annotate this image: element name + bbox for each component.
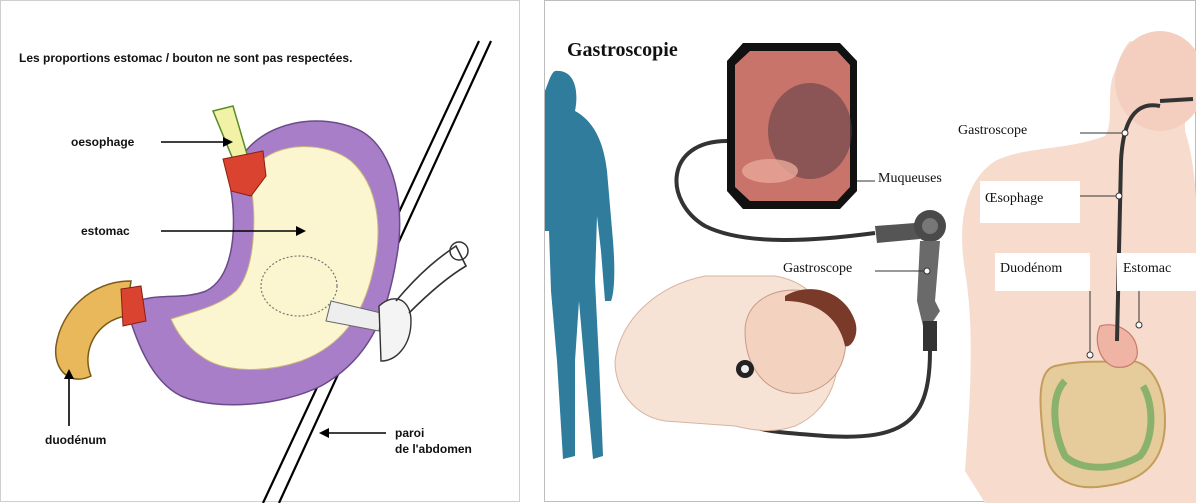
pointer-dot-gastroscope: [1122, 130, 1128, 136]
pointer-dot-gastroscope-device: [924, 268, 930, 274]
pylorus-sphincter: [121, 286, 146, 326]
mucosa-highlight: [742, 159, 798, 183]
pointer-dot-oesophage: [1116, 193, 1122, 199]
gastroscopy-illustration: [545, 1, 1196, 503]
extension-tube: [396, 246, 466, 313]
label-oesophage: oesophage: [71, 135, 134, 149]
label-estomac: estomac: [81, 224, 130, 238]
mouthpiece-center: [741, 365, 749, 373]
stomach-illustration: [1, 1, 521, 503]
label-abdomen: de l'abdomen: [395, 442, 472, 456]
gastroscope-knob-center: [922, 218, 938, 234]
label-duodenom: Duodénom: [1000, 261, 1062, 277]
duodenum-shape: [56, 281, 131, 379]
label-estomac-body: Estomac: [1123, 261, 1171, 277]
gastroscopy-illustration-panel: Gastroscopie Muqueuses Gastroscope Gastr…: [544, 0, 1196, 502]
gastroscope-connector: [875, 223, 920, 243]
label-duodenum: duodénum: [45, 433, 106, 447]
label-gastroscope-device: Gastroscope: [783, 261, 852, 277]
label-oesophage-body: Œsophage: [985, 191, 1043, 207]
human-silhouette: [545, 71, 614, 459]
label-paroi: paroi: [395, 426, 424, 440]
pointer-dot-duodenom: [1087, 352, 1093, 358]
gastroscope-tube-mouth: [1160, 99, 1193, 101]
label-muqueuses: Muqueuses: [878, 171, 942, 187]
gastroscope-grip: [923, 321, 937, 351]
arrow-paroi-head: [319, 428, 329, 438]
label-gastroscope-body: Gastroscope: [958, 123, 1027, 139]
pointer-dot-estomac: [1136, 322, 1142, 328]
gastrostomy-diagram-panel: Les proportions estomac / bouton ne sont…: [0, 0, 520, 502]
button-external-connector: [379, 299, 411, 361]
gastroscope-handle: [917, 241, 940, 326]
page-title: Gastroscopie: [567, 39, 678, 62]
proportion-note: Les proportions estomac / bouton ne sont…: [19, 51, 352, 65]
